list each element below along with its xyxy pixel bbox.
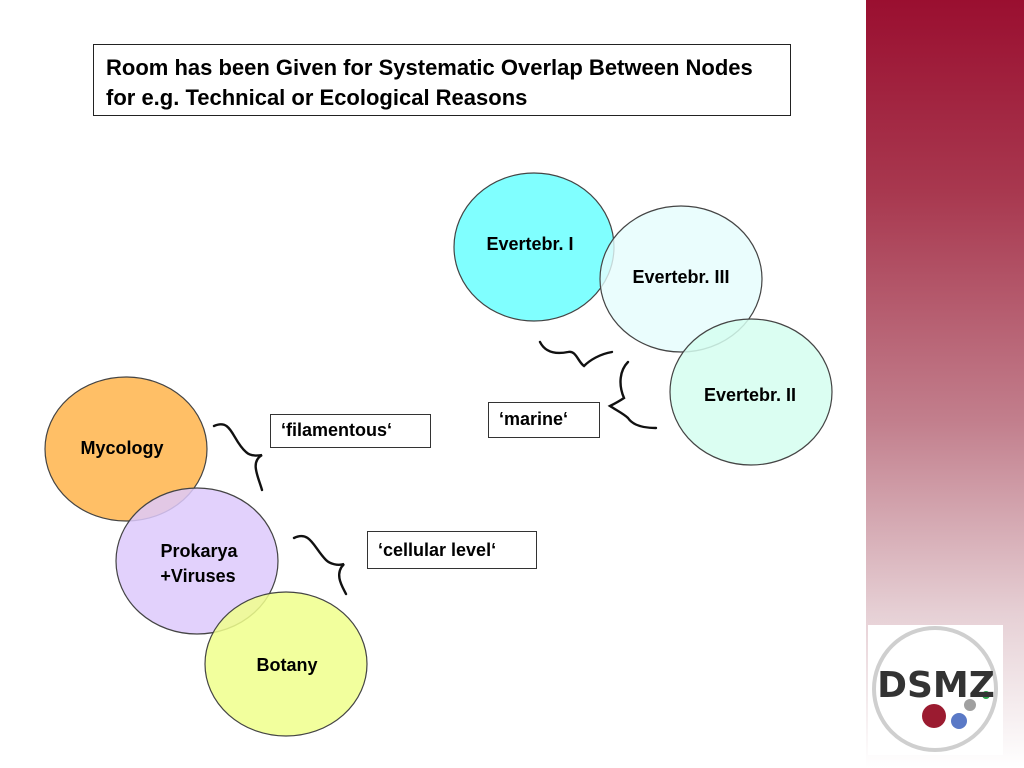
slide-title: Room has been Given for Systematic Overl…: [93, 44, 791, 116]
prokarya-node: [115, 487, 279, 635]
logo-text: DSMZ: [877, 665, 995, 706]
logo-dot-green: [982, 691, 990, 699]
evertebr-1-label: Evertebr. I: [486, 234, 573, 254]
tag-marine: ‘marine‘: [488, 402, 600, 438]
brace-marine-horizontal: [538, 340, 614, 368]
logo-dot-grey: [964, 699, 976, 711]
logo-dot-blue: [951, 713, 967, 729]
overlap-diagram: Mycology Prokarya +Viruses Botany Everte…: [44, 172, 833, 737]
brace-filamentous: [212, 423, 264, 492]
tag-filamentous: ‘filamentous‘: [270, 414, 431, 448]
tag-cellular-level: ‘cellular level‘: [367, 531, 537, 569]
logo-dot-red: [922, 704, 946, 728]
botany-node: [204, 591, 368, 737]
brace-marine-vertical: [607, 360, 658, 430]
logo-ring: [872, 626, 998, 752]
evertebr-2-label: Evertebr. II: [704, 385, 796, 405]
mycology-label: Mycology: [80, 438, 163, 458]
evertebr-3-node: [599, 205, 763, 353]
prokarya-label-line1: Prokarya: [160, 541, 238, 561]
evertebr-2-node: [669, 318, 833, 466]
dsmz-logo: DSMZ: [872, 626, 998, 752]
brace-cellular-level: [292, 534, 348, 596]
evertebr-3-label: Evertebr. III: [632, 267, 729, 287]
prokarya-label-line2: +Viruses: [160, 566, 235, 586]
mycology-node: [44, 376, 208, 522]
botany-label: Botany: [256, 655, 317, 675]
